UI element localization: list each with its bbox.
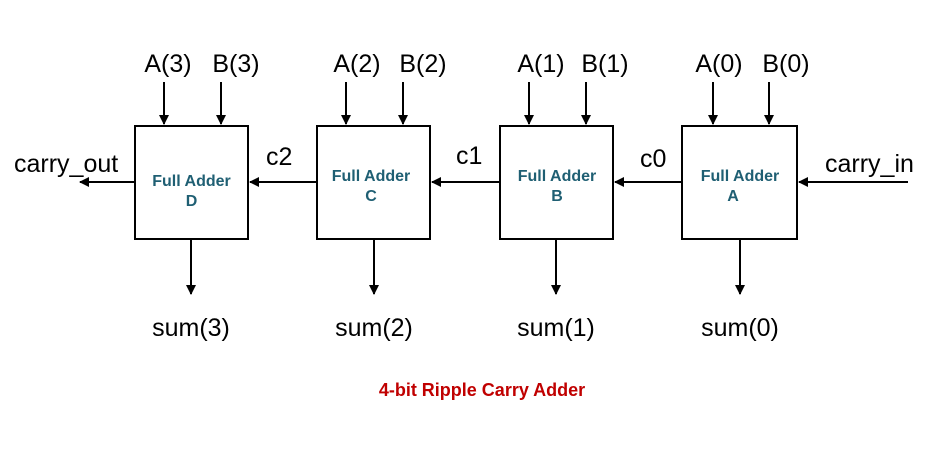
full-adder-d: Full Adder D A(3) B(3) sum(3) — [134, 50, 260, 342]
full-adder-b-box — [499, 125, 614, 240]
full-adder-a-title: Full Adder — [701, 168, 780, 185]
full-adder-c-letter: C — [365, 188, 377, 205]
sum2-label: sum(2) — [335, 314, 413, 342]
full-adder-a-letter: A — [727, 188, 739, 205]
carry-out-label: carry_out — [14, 150, 118, 178]
sum3-label: sum(3) — [152, 314, 230, 342]
full-adder-c-box — [316, 125, 431, 240]
sum0-label: sum(0) — [701, 314, 779, 342]
full-adder-c-title: Full Adder — [332, 168, 411, 185]
full-adder-d-letter: D — [186, 193, 198, 210]
full-adder-b: Full Adder B A(1) B(1) sum(1) — [499, 50, 629, 342]
c1-label: c1 — [456, 142, 482, 170]
full-adder-c: Full Adder C A(2) B(2) sum(2) — [316, 50, 447, 342]
carry-in-label: carry_in — [825, 150, 914, 178]
c0-label: c0 — [640, 145, 666, 173]
input-b2-label: B(2) — [399, 50, 446, 78]
diagram-caption: 4-bit Ripple Carry Adder — [379, 380, 585, 400]
full-adder-b-title: Full Adder — [518, 168, 597, 185]
input-b3-label: B(3) — [212, 50, 259, 78]
input-b0-label: B(0) — [762, 50, 809, 78]
full-adder-b-letter: B — [551, 188, 563, 205]
input-a1-label: A(1) — [517, 50, 564, 78]
sum1-label: sum(1) — [517, 314, 595, 342]
full-adder-a: Full Adder A A(0) B(0) sum(0) — [681, 50, 810, 342]
input-b1-label: B(1) — [581, 50, 628, 78]
input-a3-label: A(3) — [144, 50, 191, 78]
full-adder-d-box — [134, 125, 249, 240]
input-a0-label: A(0) — [695, 50, 742, 78]
full-adder-d-title: Full Adder — [152, 173, 231, 190]
input-a2-label: A(2) — [333, 50, 380, 78]
c2-label: c2 — [266, 143, 292, 171]
